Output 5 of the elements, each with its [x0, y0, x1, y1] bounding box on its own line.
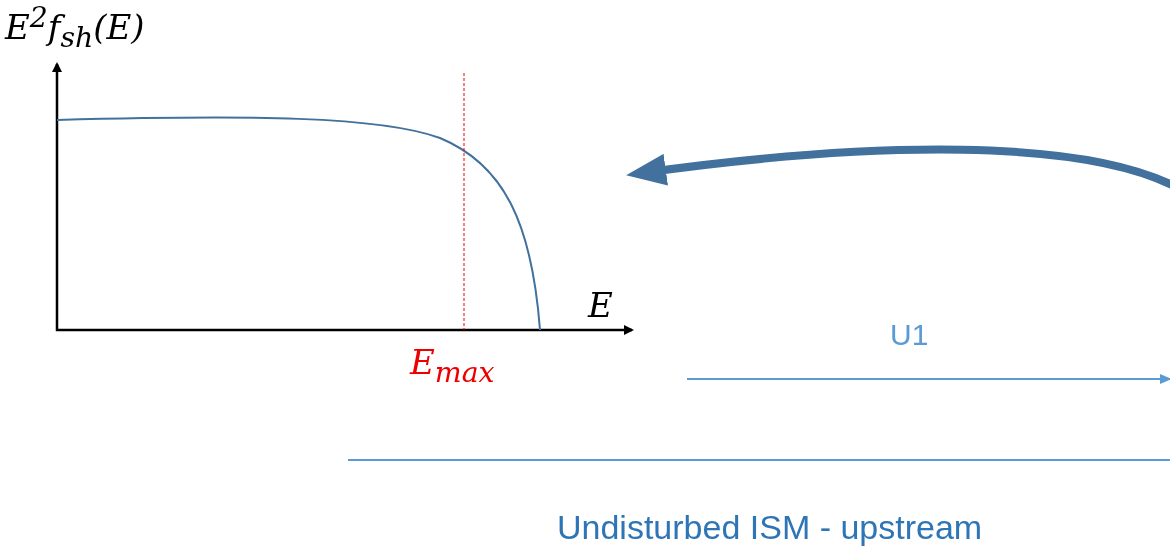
velocity-label: U1 — [890, 320, 929, 350]
marker-label: E$_{max}$ — [410, 345, 495, 388]
region-label: Undisturbed ISM - upstream — [557, 510, 983, 544]
axis-label: E — [588, 288, 613, 322]
axis-label: E$^{2}$f$_{sh}$(E) — [5, 4, 145, 53]
